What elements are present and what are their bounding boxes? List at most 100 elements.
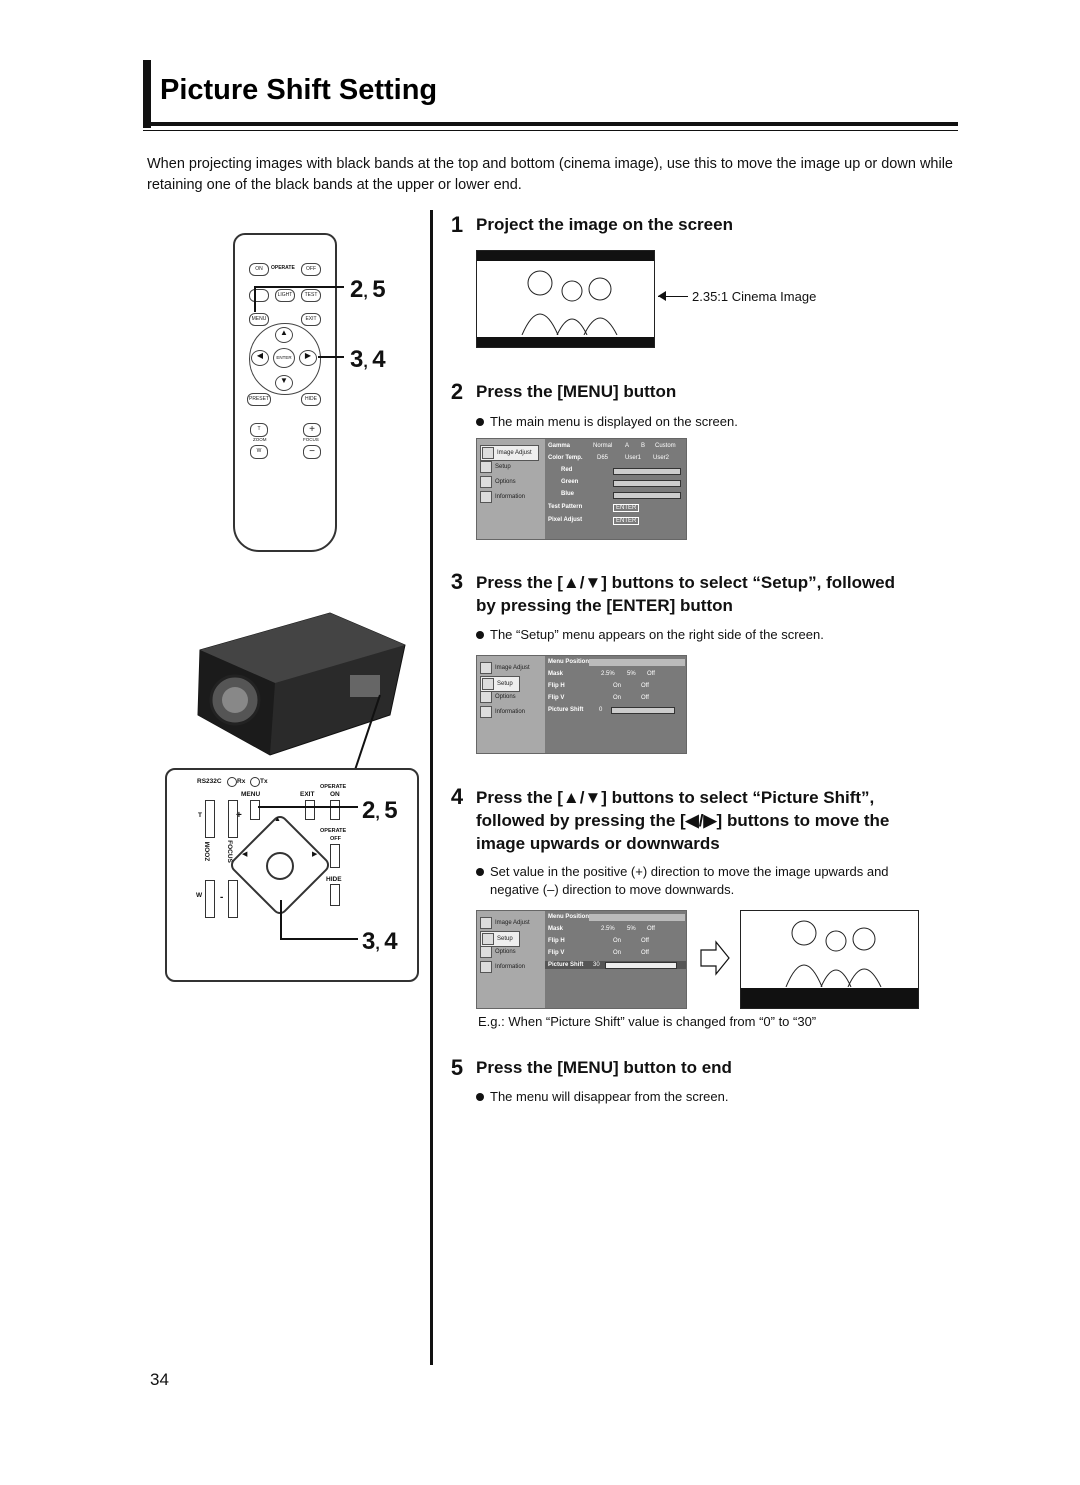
step-1-title: Project the image on the screen	[476, 215, 733, 234]
panel-up-arrow-icon: ▲	[274, 816, 281, 823]
remote-right-button: ▶	[299, 350, 317, 366]
gamma-opt-b: B	[641, 443, 646, 449]
remote-on-button: ON	[249, 263, 269, 276]
intro-text: When projecting images with black bands …	[147, 156, 953, 193]
setup-menu-item-setup: Setup	[480, 676, 520, 692]
panel-exit-button	[305, 800, 315, 820]
menu-main-panel: Gamma Normal A B Custom Color Temp. D65 …	[545, 439, 686, 539]
remote-preset-button: PRESET	[247, 393, 271, 406]
step-5-bullet: The menu will disappear from the screen.	[476, 1088, 728, 1106]
panel-menu-label: MENU	[241, 791, 261, 798]
setup-menu-sidebar: Image Adjust Setup Options Information	[477, 656, 545, 753]
pixel-adjust-enter: ENTER	[613, 517, 640, 525]
panel-minus-label: -	[220, 892, 224, 903]
cinema-caption-arrow-icon	[658, 291, 666, 301]
menu-item-setup: Setup	[480, 461, 511, 473]
remote-menu-button: MENU	[249, 313, 269, 326]
shifted-band-bottom	[741, 988, 918, 1008]
panel-menu-button	[250, 800, 260, 820]
setup-row-mask: Mask	[548, 671, 564, 677]
shift-menu-item-information: Information	[480, 961, 525, 973]
menu-row-test-pattern: Test Pattern	[548, 504, 583, 510]
colortemp-opt-d65: D65	[597, 455, 609, 461]
shift-menu-screenshot: Image Adjust Setup Options Information M…	[476, 910, 687, 1009]
page-number: 34	[150, 1370, 169, 1389]
panel-focus-plus-button	[228, 800, 238, 838]
panel-callout-25: 2, 5	[362, 797, 398, 824]
panel-hide-label: HIDE	[326, 876, 342, 883]
panel-tx-label: Tx	[260, 778, 268, 785]
panel-operate-off-label-1: OPERATE	[320, 828, 347, 834]
green-slider	[613, 480, 681, 487]
step-4-title-line2: followed by pressing the [◀/▶] buttons t…	[476, 811, 890, 830]
remote-blank-button	[249, 289, 269, 302]
remote-control: ON OPERATE OFF LIGHT TEST MENU EXIT ▲ ▼ …	[233, 233, 337, 552]
step-2-bullet: The main menu is displayed on the screen…	[476, 413, 738, 431]
main-menu-screenshot: Image Adjust Setup Options Information G…	[476, 438, 687, 540]
projector-illustration	[197, 612, 406, 770]
cinema-band-bottom	[477, 337, 654, 347]
panel-w-label: W	[196, 892, 203, 899]
callout-line-34	[318, 356, 344, 358]
shifted-people-illustration	[785, 920, 882, 987]
remote-t-button: T	[250, 423, 268, 437]
shift-picture-shift-slider	[605, 962, 677, 969]
shift-mask-opt-5: 5%	[627, 926, 636, 932]
colortemp-opt-user2: User2	[653, 455, 670, 461]
remote-zoom-label: ZOOM	[253, 437, 267, 442]
remote-enter-button: ENTER	[273, 348, 295, 368]
remote-hide-button: HIDE	[301, 393, 321, 406]
remote-dpad	[249, 323, 321, 395]
setup-menu-item-options: Options	[480, 691, 516, 703]
cinema-caption-line	[658, 296, 688, 297]
step-3-number: 3	[450, 569, 464, 594]
step-1-number: 1	[450, 212, 464, 237]
remote-down-button: ▼	[275, 375, 293, 391]
setup-menu-item-image-adjust: Image Adjust	[480, 662, 530, 674]
panel-rx-label: Rx	[237, 778, 246, 785]
mask-opt-25: 2.5%	[601, 671, 615, 677]
panel-operate-on-label-1: OPERATE	[320, 784, 347, 790]
picture-shift-slider	[611, 707, 675, 714]
title-bar	[143, 60, 151, 128]
remote-up-button: ▲	[275, 327, 293, 343]
column-divider	[430, 210, 433, 1365]
panel-zoom-t-button	[205, 800, 215, 838]
panel-right-arrow-icon: ▶	[312, 851, 318, 858]
blue-slider	[613, 492, 681, 499]
page-title: Picture Shift Setting	[160, 74, 438, 106]
menu-row-gamma: Gamma	[548, 443, 571, 449]
cinema-caption: 2.35:1 Cinema Image	[692, 289, 817, 304]
setup-row-flipv: Flip V	[548, 695, 565, 701]
step-5-title: Press the [MENU] button to end	[476, 1058, 732, 1077]
menu-item-options: Options	[480, 476, 516, 488]
mask-opt-5: 5%	[627, 671, 636, 677]
panel-hide-button	[330, 884, 340, 906]
shift-menu-item-setup: Setup	[480, 931, 520, 947]
tx-indicator-icon	[250, 777, 260, 787]
panel-callout-line-34	[280, 938, 358, 940]
step-5-number: 5	[450, 1055, 464, 1080]
shift-flipv-opt-on: On	[613, 950, 622, 956]
shift-row-menu-position: Menu Position	[548, 914, 589, 920]
flipv-opt-off: Off	[641, 695, 649, 701]
gamma-opt-custom: Custom	[655, 443, 676, 449]
shift-menu-main: Menu Position Mask 2.5% 5% Off Flip H On…	[545, 911, 686, 1008]
gamma-opt-normal: Normal	[593, 443, 613, 449]
menu-item-image-adjust: Image Adjust	[480, 445, 539, 461]
remote-w-button: W	[250, 445, 268, 459]
setup-menu-main: Menu Position Mask 2.5% 5% Off Flip H On…	[545, 656, 686, 753]
mask-opt-off: Off	[647, 671, 655, 677]
panel-operate-on-label-2: ON	[330, 791, 340, 798]
menu-row-red: Red	[561, 467, 573, 473]
step-3-title-line1: Press the [▲/▼] buttons to select “Setup…	[476, 573, 896, 592]
panel-enter-button	[266, 852, 294, 880]
shift-row-picture-shift: Picture Shift	[548, 962, 584, 968]
setup-menu-item-information: Information	[480, 706, 525, 718]
setup-row-picture-shift: Picture Shift	[548, 707, 584, 713]
remote-minus-button: −	[303, 445, 321, 459]
setup-menu-screenshot: Image Adjust Setup Options Information M…	[476, 655, 687, 754]
callout-34: 3, 4	[350, 346, 386, 373]
panel-zoom-label: ZOOM	[204, 841, 212, 862]
panel-exit-label: EXIT	[300, 791, 315, 798]
